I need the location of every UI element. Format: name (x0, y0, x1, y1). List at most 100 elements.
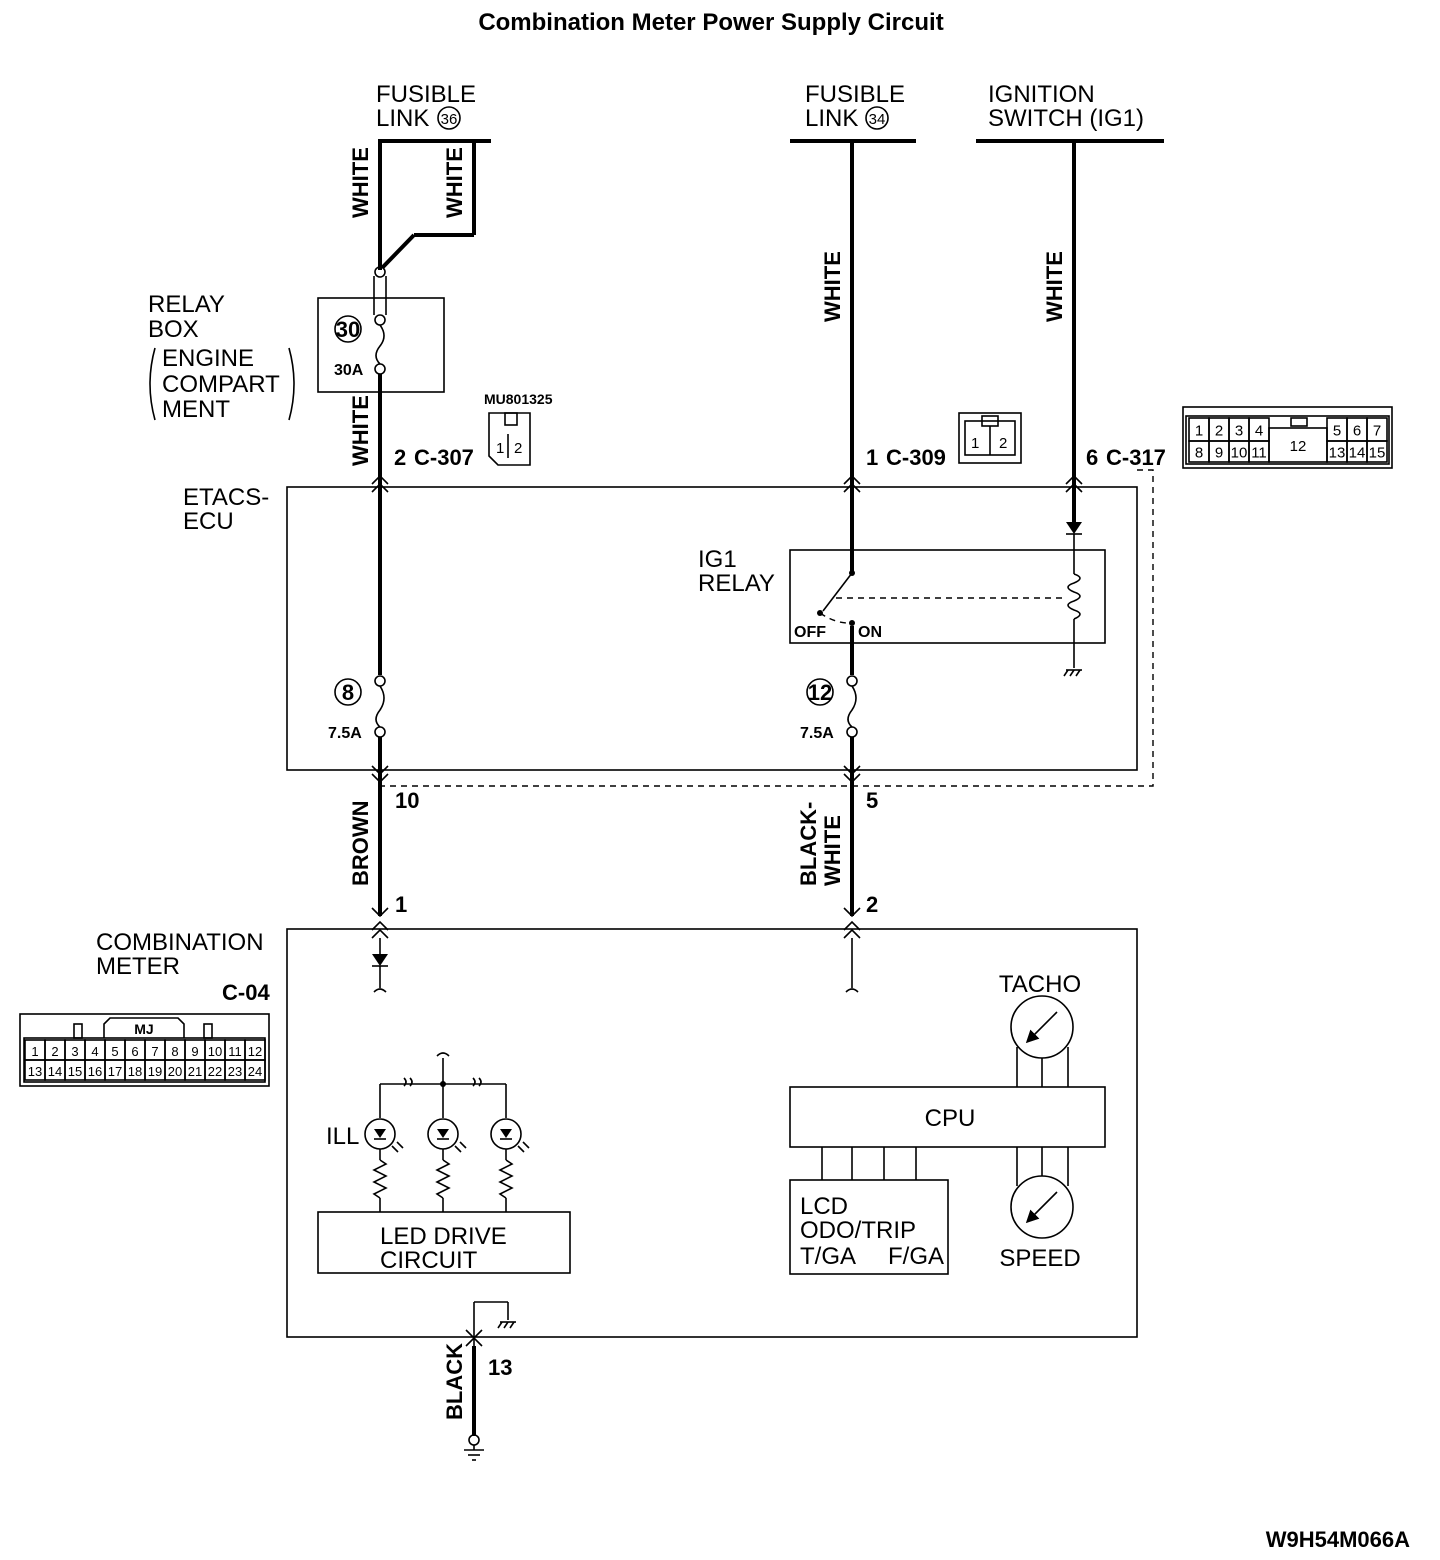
c04-pin-label: 15 (68, 1064, 82, 1079)
wire-label-black-white-2: WHITE (820, 815, 845, 886)
c317-pin-label: 9 (1215, 445, 1223, 462)
etacs-dashed-extension (380, 469, 1154, 787)
c307-pin1: 1 (496, 440, 504, 457)
c04-pin-label: 11 (228, 1044, 242, 1059)
c309-pin1: 1 (971, 435, 979, 452)
c04-pin-label: 13 (28, 1064, 42, 1079)
etacs-line2: ECU (183, 508, 234, 535)
c317-pin-label: 6 (1353, 423, 1361, 440)
wire-label-white-2: WHITE (442, 147, 467, 218)
meter-pin-left: 1 (395, 892, 407, 917)
c04-pin-label: 12 (248, 1044, 262, 1059)
c309-name: C-309 (886, 445, 946, 470)
fusible-link-36-line2: LINK (376, 105, 429, 132)
relay-box-line1: RELAY (148, 291, 225, 318)
connector-c307: 2 C-307 MU801325 1 2 (394, 391, 553, 470)
c309-pin2: 2 (999, 435, 1007, 452)
lcd-line2: ODO/TRIP (800, 1217, 916, 1244)
fusible-link-36-num: 36 (441, 111, 458, 128)
c04-pin-label: 1 (31, 1044, 38, 1059)
connector-c309: 1 C-309 1 2 (866, 412, 1022, 470)
ig1-relay-line2: RELAY (698, 570, 775, 597)
lcd-line3a: T/GA (800, 1243, 856, 1270)
c04-pin-label: 24 (248, 1064, 262, 1079)
c04-pin-label: 23 (228, 1064, 242, 1079)
ig1-relay-frame (789, 549, 1106, 644)
fusible-link-34: FUSIBLE LINK 34 WHITE (790, 81, 916, 488)
relay-box-sub2: COMPART (162, 371, 280, 398)
c307-pin: 2 (394, 445, 406, 470)
wire-label-brown: BROWN (348, 800, 373, 886)
c04-pin-label: 5 (111, 1044, 118, 1059)
meter-pin-ground: 13 (488, 1355, 512, 1380)
ground-wire: 13 BLACK (442, 1343, 512, 1461)
speed-gauge-icon (1010, 1175, 1074, 1239)
etacs-out-pin-left: 10 (395, 788, 419, 813)
meter-diode-icon (372, 954, 388, 966)
ground-icon-ecu (1063, 669, 1082, 677)
led-columns (364, 1084, 530, 1212)
meter-frame (286, 928, 1138, 1338)
meter-pin-right: 2 (866, 892, 878, 917)
wire-fl36: WHITE WHITE (348, 141, 476, 270)
c04-tag: MJ (134, 1021, 153, 1037)
c317-pin-label: 12 (1290, 438, 1307, 455)
relay-coil-icon (1067, 573, 1081, 620)
fuse-12-num: 12 (808, 680, 832, 705)
combination-meter: COMBINATION METER C-04 ILL LED DRIVE CIR… (96, 928, 1138, 1346)
wire-label-black: BLACK (442, 1343, 467, 1420)
c04-pin-label: 20 (168, 1064, 182, 1079)
cpu-frame (789, 1086, 1106, 1148)
c04-pin-label: 14 (48, 1064, 62, 1079)
c04-pin-label: 17 (108, 1064, 122, 1079)
c317-pin-label: 4 (1255, 423, 1263, 440)
c317-pin-label: 15 (1369, 445, 1386, 462)
c04-pin-label: 10 (208, 1044, 222, 1059)
meter-line2: METER (96, 953, 180, 980)
diagram-code: W9H54M066A (1266, 1527, 1410, 1552)
ignition-switch-line1: IGNITION (988, 81, 1095, 108)
c317-pin-label: 8 (1195, 445, 1203, 462)
led-drive-circuit-frame (317, 1211, 571, 1274)
c04-pin-label: 4 (91, 1044, 98, 1059)
c04-pin-label: 18 (128, 1064, 142, 1079)
wire-label-white-5: WHITE (1042, 251, 1067, 322)
c04-name: C-04 (222, 980, 270, 1005)
fuse-30-num-circle (334, 315, 362, 343)
fuse-30-num: 30 (336, 317, 360, 342)
c04-pin-label: 21 (188, 1064, 202, 1079)
ignition-switch-line2: SWITCH (IG1) (988, 105, 1144, 132)
diode-icon (1066, 522, 1082, 534)
c317-pin-label: 5 (1333, 423, 1341, 440)
diagram-title: Combination Meter Power Supply Circuit (478, 9, 943, 36)
etacs-line1: ETACS- (183, 484, 269, 511)
etacs-out-pin-right: 5 (866, 788, 878, 813)
relay-box-line2: BOX (148, 316, 199, 343)
relay-off-label: OFF (794, 624, 826, 641)
c04-pin-label: 22 (208, 1064, 222, 1079)
fusible-link-36-line1: FUSIBLE (376, 81, 476, 108)
led-drive-line2: CIRCUIT (380, 1247, 478, 1274)
c317-pin-label: 2 (1215, 423, 1223, 440)
c307-name: C-307 (414, 445, 474, 470)
c317-pin-label: 13 (1329, 445, 1346, 462)
fuse-8-rating: 7.5A (328, 725, 362, 742)
relay-switch-contact (822, 572, 853, 612)
c309-pin: 1 (866, 445, 878, 470)
ill-label: ILL (326, 1123, 359, 1150)
c04-pin-label: 8 (171, 1044, 178, 1059)
ignition-switch: IGNITION SWITCH (IG1) WHITE (976, 81, 1164, 488)
c317-pin-label: 7 (1373, 423, 1381, 440)
c317-pin: 6 (1086, 445, 1098, 470)
wire-label-white-3: WHITE (348, 395, 373, 466)
wire-label-white-4: WHITE (820, 251, 845, 322)
tacho-label: TACHO (999, 971, 1081, 998)
fuse-8-num: 8 (342, 680, 354, 705)
led-drive-line1: LED DRIVE (380, 1223, 507, 1250)
wire-label-white-1: WHITE (348, 147, 373, 218)
etacs-ecu: ETACS- ECU 8 7.5A IG1 RELAY OFF ON (183, 469, 1154, 787)
c317-pin-label: 1 (1195, 423, 1203, 440)
